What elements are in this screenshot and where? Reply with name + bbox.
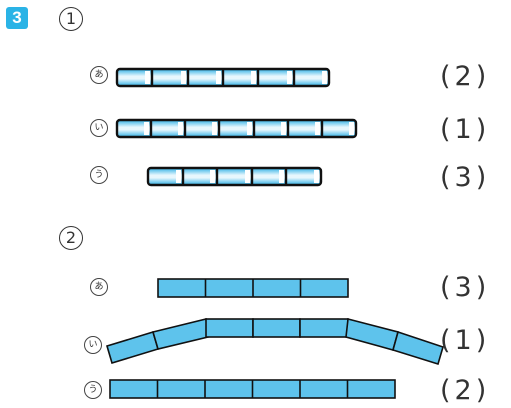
part-1-row-i-tube-chain: [117, 120, 356, 137]
part-2-row-i-block-arch: [107, 319, 443, 364]
part-2-row-a-block-row: [158, 279, 348, 297]
part-1-row-u-tube-chain: [148, 168, 321, 185]
part-2-row-u-block-row: [110, 380, 395, 398]
part-1-row-a-tube-chain: [117, 69, 329, 86]
